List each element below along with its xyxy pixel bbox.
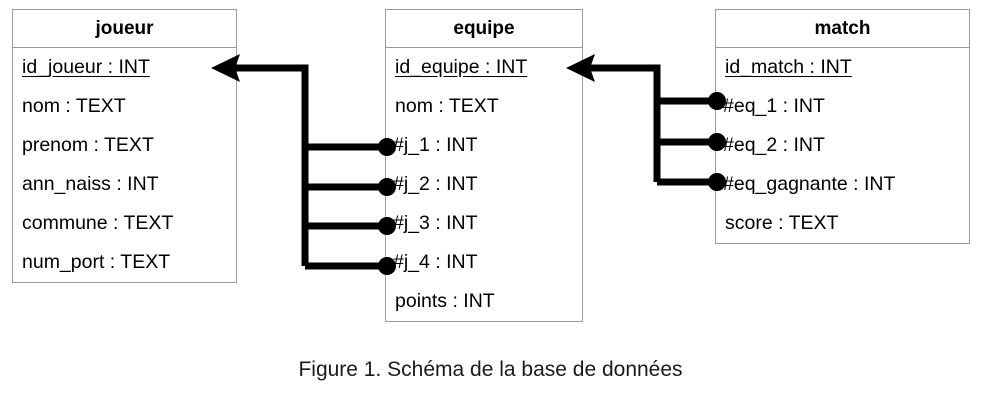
relation-trunk-equipe-joueur xyxy=(227,64,309,266)
field-label-j2: #j_2 : INT xyxy=(393,173,478,195)
field-row-points: points : INT xyxy=(386,282,582,321)
field-row-j3: #j_3 : INT xyxy=(386,204,582,243)
field-row-equipe-nom: nom : TEXT xyxy=(386,87,582,126)
field-list-equipe: id_equipe : INT nom : TEXT #j_1 : INT #j… xyxy=(386,48,582,321)
field-label-id-match: id_match : INT xyxy=(725,56,852,78)
field-row-eq-gagnante: #eq_gagnante : INT xyxy=(716,165,969,204)
field-row-nom: nom : TEXT xyxy=(13,87,236,126)
field-label-nom: nom : TEXT xyxy=(22,95,126,117)
relation-trunk-match-equipe xyxy=(580,64,661,182)
field-label-eq-gagnante: #eq_gagnante : INT xyxy=(723,173,896,195)
field-label-j3: #j_3 : INT xyxy=(393,212,478,234)
field-row-id-equipe: id_equipe : INT xyxy=(386,48,582,87)
field-label-j1: #j_1 : INT xyxy=(393,134,478,156)
field-row-id-match: id_match : INT xyxy=(716,48,969,87)
field-row-id-joueur: id_joueur : INT xyxy=(13,48,236,87)
field-row-j4: #j_4 : INT xyxy=(386,243,582,282)
field-row-eq1: #eq_1 : INT xyxy=(716,87,969,126)
field-label-id-joueur: id_joueur : INT xyxy=(22,56,150,78)
table-title-match: match xyxy=(716,10,969,48)
field-label-commune: commune : TEXT xyxy=(22,212,174,234)
field-label-id-equipe: id_equipe : INT xyxy=(395,56,528,78)
field-row-score: score : TEXT xyxy=(716,204,969,243)
table-title-joueur: joueur xyxy=(13,10,236,48)
field-label-eq1: #eq_1 : INT xyxy=(723,95,825,117)
field-row-prenom: prenom : TEXT xyxy=(13,126,236,165)
field-row-j2: #j_2 : INT xyxy=(386,165,582,204)
entity-table-joueur: joueur id_joueur : INT nom : TEXT prenom… xyxy=(12,9,237,283)
field-label-eq2: #eq_2 : INT xyxy=(723,134,825,156)
field-label-equipe-nom: nom : TEXT xyxy=(395,95,499,117)
field-row-j1: #j_1 : INT xyxy=(386,126,582,165)
field-row-commune: commune : TEXT xyxy=(13,204,236,243)
figure-caption: Figure 1. Schéma de la base de données xyxy=(298,358,683,381)
field-row-eq2: #eq_2 : INT xyxy=(716,126,969,165)
field-label-num-port: num_port : TEXT xyxy=(22,251,171,273)
table-title-equipe: equipe xyxy=(386,10,582,48)
field-label-ann-naiss: ann_naiss : INT xyxy=(22,173,159,195)
field-list-joueur: id_joueur : INT nom : TEXT prenom : TEXT… xyxy=(13,48,236,282)
relation-match-equipe xyxy=(566,54,726,191)
entity-table-match: match id_match : INT #eq_1 : INT #eq_2 :… xyxy=(715,9,970,244)
field-label-j4: #j_4 : INT xyxy=(393,251,478,273)
field-label-score: score : TEXT xyxy=(725,212,839,234)
field-list-match: id_match : INT #eq_1 : INT #eq_2 : INT #… xyxy=(716,48,969,243)
relation-equipe-joueur xyxy=(211,54,396,275)
field-label-points: points : INT xyxy=(395,290,495,312)
field-row-ann-naiss: ann_naiss : INT xyxy=(13,165,236,204)
entity-table-equipe: equipe id_equipe : INT nom : TEXT #j_1 :… xyxy=(385,9,583,322)
field-row-num-port: num_port : TEXT xyxy=(13,243,236,282)
field-label-prenom: prenom : TEXT xyxy=(22,134,154,156)
